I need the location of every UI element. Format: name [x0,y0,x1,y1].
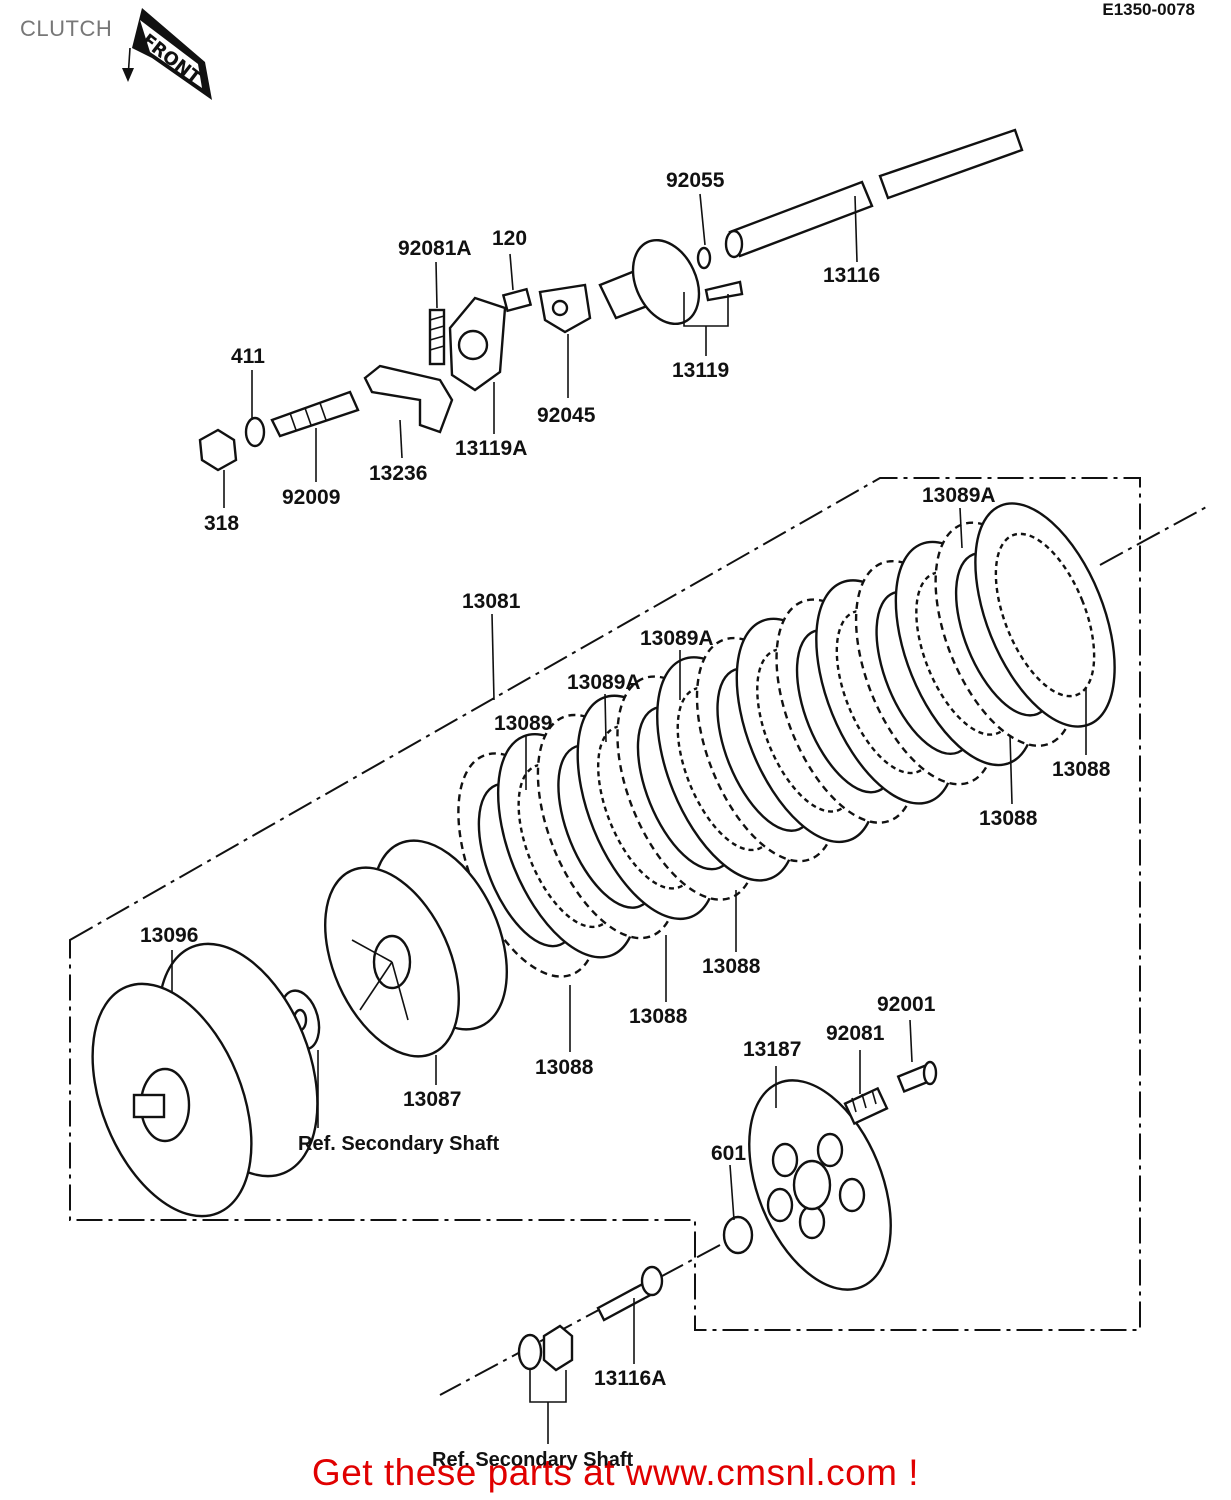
clutch-spring [843,1086,889,1126]
label-13088-left[interactable]: 13088 [535,1056,594,1079]
label-13089a-low[interactable]: 13089A [567,671,641,694]
label-92081[interactable]: 92081 [826,1022,885,1045]
pressure-plate [748,1079,892,1291]
label-13187[interactable]: 13187 [743,1038,801,1061]
ref-secondary-shaft-bottom: Ref. Secondary Shaft [432,1449,634,1471]
pushrod-shaft [724,128,1024,259]
clutch-plate-pack [457,502,1116,978]
label-13116[interactable]: 13116 [823,264,880,287]
clutch-hub [324,839,508,1058]
label-601[interactable]: 601 [711,1142,746,1165]
diagram-title: CLUTCH [20,16,113,41]
clutch-housing [91,942,319,1218]
label-13088-right[interactable]: 13088 [1052,758,1111,781]
plate-inner-edge [994,532,1096,698]
release-shaft [598,238,744,326]
label-13087[interactable]: 13087 [403,1088,461,1111]
label-13089a-top[interactable]: 13089A [922,484,996,507]
axis-line-bottom [439,1244,721,1396]
label-13089a-mid[interactable]: 13089A [640,627,714,650]
ref-secondary-shaft-mid: Ref. Secondary Shaft [298,1133,500,1155]
spring-bolt [896,1060,938,1093]
holder-spring [428,308,446,366]
secondary-shaft-nut [517,1324,574,1372]
label-13116a[interactable]: 13116A [594,1367,666,1390]
label-13119a[interactable]: 13119A [455,437,527,460]
push-rod-short [596,1265,664,1322]
label-92001[interactable]: 92001 [877,993,936,1016]
adjust-screw [270,390,360,438]
release-bearing [722,1215,754,1255]
label-92045[interactable]: 92045 [537,404,596,427]
lock-nut [198,428,238,472]
adjust-lever [363,364,454,434]
footer-link[interactable]: Get these parts at www.cmsnl.com ! [311,1452,920,1493]
label-92055[interactable]: 92055 [666,169,725,192]
label-13119[interactable]: 13119 [672,359,729,382]
label-13236[interactable]: 13236 [369,462,427,485]
washer-411 [244,416,266,448]
label-13088-mid[interactable]: 13088 [702,955,761,978]
axis-line-top [1099,504,1211,566]
label-92009[interactable]: 92009 [282,486,340,509]
label-13088-right2[interactable]: 13088 [979,807,1038,830]
label-120[interactable]: 120 [492,227,527,250]
release-holder [448,296,507,392]
label-13089[interactable]: 13089 [494,712,552,735]
front-arrow-icon: FRONT [122,8,212,100]
diagram-code: E1350-0078 [1102,0,1195,19]
clutch-pack-boundary [69,477,1141,1331]
leader-lines [171,193,1087,1444]
label-92081a[interactable]: 92081A [398,237,472,260]
label-318[interactable]: 318 [204,512,239,535]
holder-bolt [501,287,533,313]
label-13088-mid2[interactable]: 13088 [629,1005,688,1028]
part-labels: 92055 92081A 120 13116 13119 411 92045 1… [140,169,1111,1471]
label-13096[interactable]: 13096 [140,924,198,947]
label-411[interactable]: 411 [231,345,265,368]
label-13081[interactable]: 13081 [462,590,521,613]
